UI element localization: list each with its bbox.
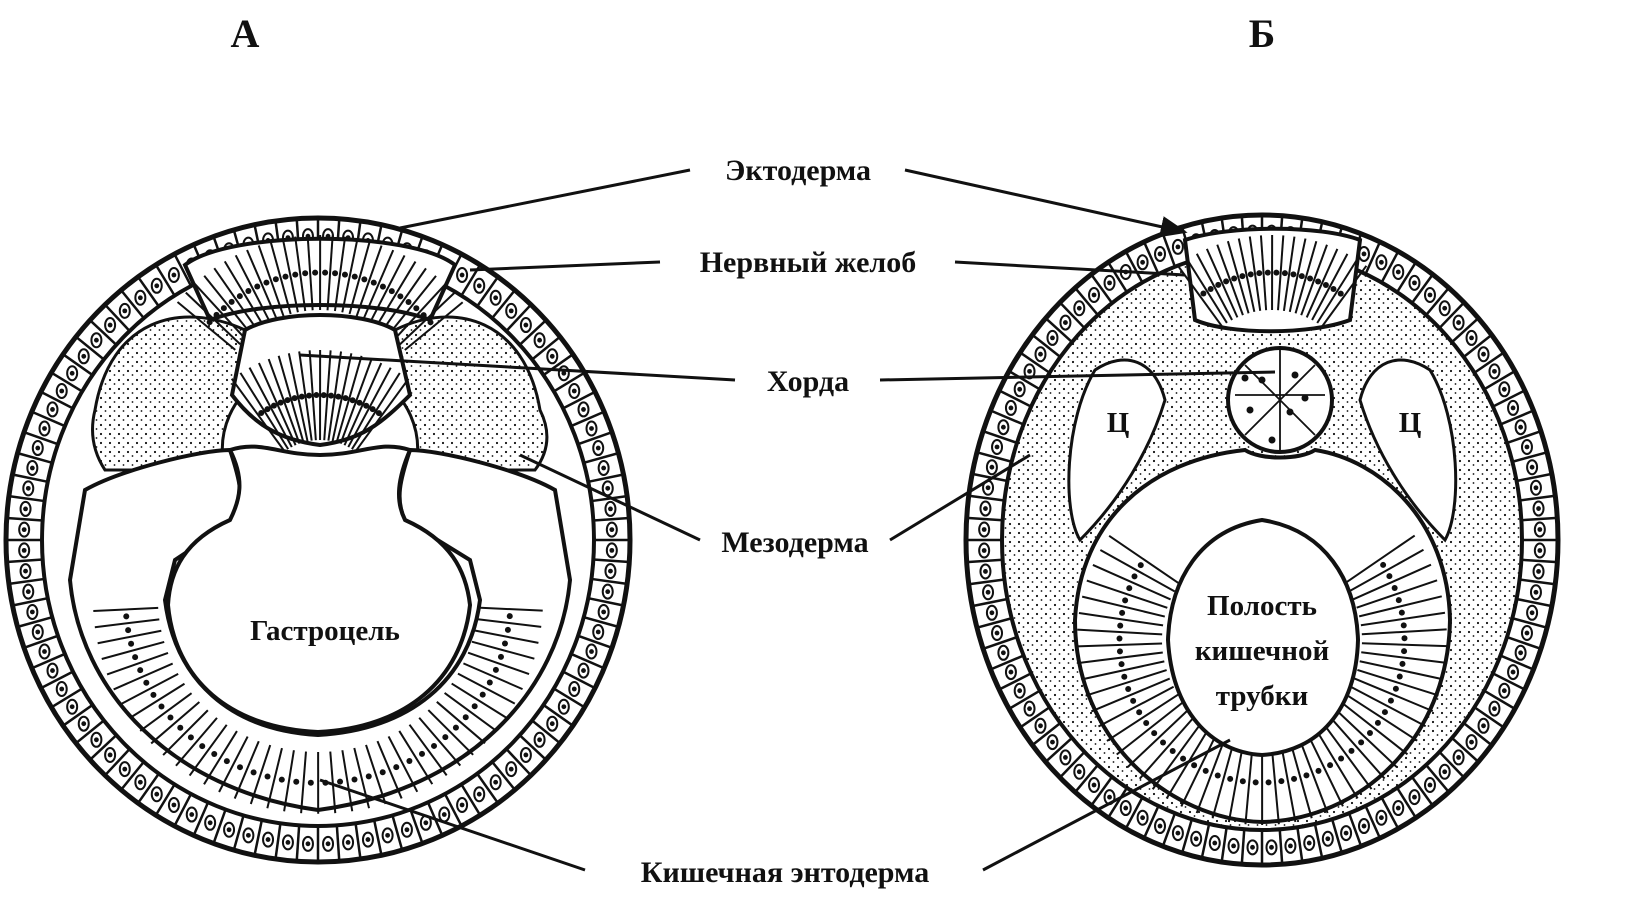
gut-cavity-label-1: Полость — [1207, 590, 1317, 622]
panel-b-embryo — [966, 215, 1558, 865]
neural-groove-label: Нервный желоб — [700, 246, 917, 279]
panel-a-embryo — [6, 218, 630, 862]
intestinal-endoderm-label: Кишечная энтодерма — [641, 856, 930, 889]
coelom-left-label: Ц — [1107, 407, 1130, 439]
coelom-right-label: Ц — [1399, 407, 1422, 439]
mesoderm-label: Мезодерма — [721, 526, 868, 559]
panel-b-label: Б — [1249, 11, 1275, 56]
ectoderm-label: Эктодерма — [725, 154, 871, 187]
gut-cavity-label-2: кишечной — [1195, 635, 1329, 667]
gut-cavity-label-3: трубки — [1216, 680, 1308, 712]
notochord-label: Хорда — [767, 365, 849, 398]
panel-a-label: А — [231, 11, 260, 56]
gastrocoel-label: Гастроцель — [250, 615, 400, 647]
